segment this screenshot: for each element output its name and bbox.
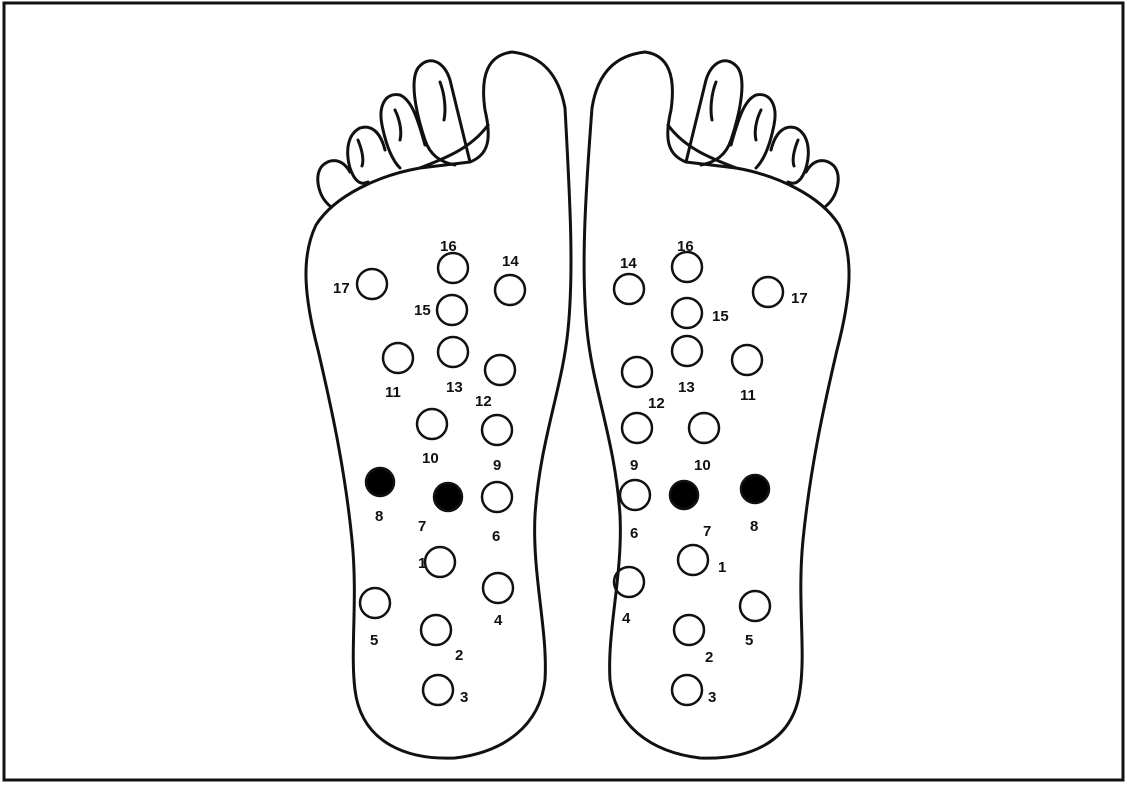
right-point-17-label: 17 (791, 290, 808, 307)
left-point-17-label: 17 (333, 280, 350, 297)
left-point-13-label: 13 (446, 379, 463, 396)
left-point-15-label: 15 (414, 302, 431, 319)
right-point-3-label: 3 (708, 689, 716, 706)
left-point-7-label: 7 (418, 518, 426, 535)
right-point-10-label: 10 (694, 457, 711, 474)
right-point-7-filled-marker (670, 481, 698, 509)
right-point-7-label: 7 (703, 523, 711, 540)
right-point-14-label: 14 (620, 255, 637, 272)
right-point-16-label: 16 (677, 238, 694, 255)
left-point-4-label: 4 (494, 612, 503, 629)
right-point-15-label: 15 (712, 308, 729, 325)
right-point-13-label: 13 (678, 379, 695, 396)
left-point-12-label: 12 (475, 393, 492, 410)
right-point-8-filled-marker (741, 475, 769, 503)
right-point-5-label: 5 (745, 632, 753, 649)
left-point-5-label: 5 (370, 632, 378, 649)
right-point-6-label: 6 (630, 525, 638, 542)
right-point-9-label: 9 (630, 457, 638, 474)
right-point-1-label: 1 (718, 559, 726, 576)
right-point-11-label: 11 (740, 387, 756, 404)
right-point-8-label: 8 (750, 518, 758, 535)
left-point-9-label: 9 (493, 457, 501, 474)
left-point-8-label: 8 (375, 508, 383, 525)
border (4, 3, 1123, 780)
left-point-11-label: 11 (385, 384, 401, 401)
right-point-2-label: 2 (705, 649, 713, 666)
left-point-16-label: 16 (440, 238, 457, 255)
left-point-8-filled-marker (366, 468, 394, 496)
left-point-10-label: 10 (422, 450, 439, 467)
left-point-7-filled-marker (434, 483, 462, 511)
left-point-2-label: 2 (455, 647, 463, 664)
left-point-6-label: 6 (492, 528, 500, 545)
right-point-4-label: 4 (622, 610, 631, 627)
left-point-1-label: 1 (418, 555, 426, 572)
left-point-3-label: 3 (460, 689, 468, 706)
left-point-14-label: 14 (502, 253, 519, 270)
right-point-12-label: 12 (648, 395, 665, 412)
